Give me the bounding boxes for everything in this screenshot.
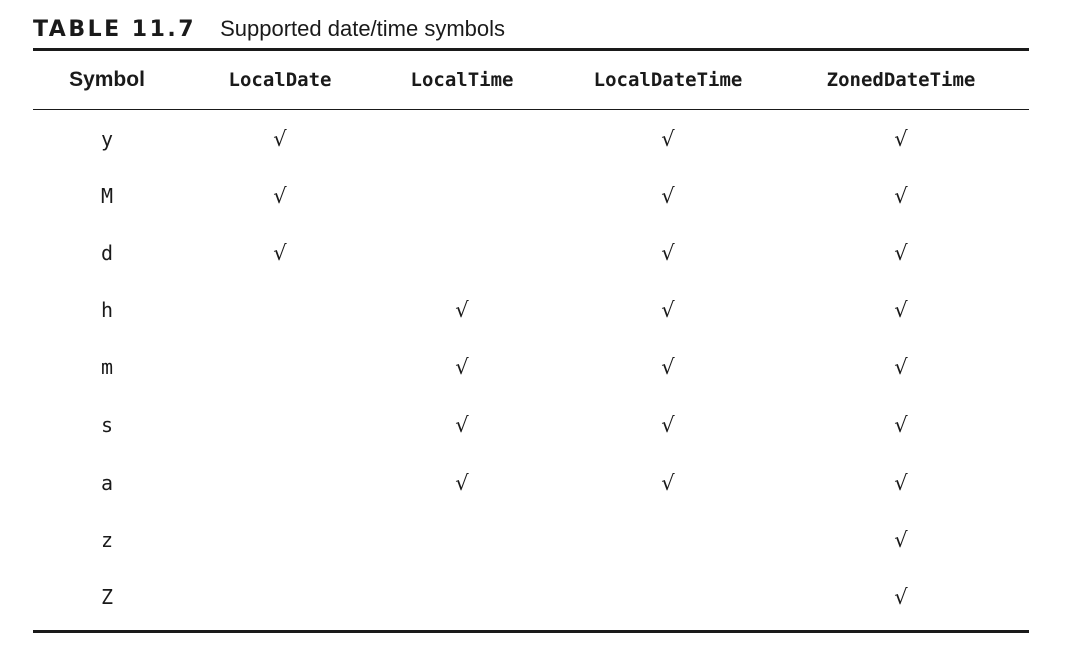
table-row: M √ √ √: [33, 167, 1029, 225]
zoneddatetime-cell: √: [894, 355, 908, 379]
table-row: d √ √ √: [33, 224, 1029, 282]
table-row: z √: [33, 511, 1029, 569]
localdate-cell: √: [273, 241, 287, 265]
symbol-cell: y: [100, 127, 114, 151]
zoneddatetime-cell: √: [894, 298, 908, 322]
header-localdate: LocalDate: [228, 69, 332, 91]
table-row: h √ √ √: [33, 281, 1029, 339]
table-header-row: Symbol LocalDate LocalTime LocalDateTime…: [33, 51, 1029, 109]
symbol-cell: m: [100, 355, 114, 379]
localdatetime-cell: √: [661, 471, 675, 495]
header-rule: [33, 109, 1029, 110]
localdatetime-cell: √: [661, 413, 675, 437]
localdatetime-cell: √: [661, 184, 675, 208]
zoneddatetime-cell: √: [894, 585, 908, 609]
symbol-cell: s: [100, 413, 114, 437]
symbol-cell: h: [100, 298, 114, 322]
table-row: a √ √ √: [33, 454, 1029, 512]
zoneddatetime-cell: √: [894, 413, 908, 437]
localdatetime-cell: √: [661, 298, 675, 322]
table-row: s √ √ √: [33, 396, 1029, 454]
localdatetime-cell: √: [661, 127, 675, 151]
zoneddatetime-cell: √: [894, 471, 908, 495]
header-localdatetime: LocalDateTime: [593, 69, 743, 91]
localtime-cell: √: [455, 471, 469, 495]
symbol-cell: z: [100, 528, 114, 552]
zoneddatetime-cell: √: [894, 528, 908, 552]
zoneddatetime-cell: √: [894, 184, 908, 208]
table-row: y √ √ √: [33, 110, 1029, 168]
zoneddatetime-cell: √: [894, 127, 908, 151]
symbol-cell: M: [100, 184, 114, 208]
header-zoneddatetime: ZonedDateTime: [826, 69, 976, 91]
localtime-cell: √: [455, 413, 469, 437]
header-localtime: LocalTime: [410, 69, 514, 91]
table-row: m √ √ √: [33, 338, 1029, 396]
symbol-cell: a: [100, 471, 114, 495]
header-symbol: Symbol: [69, 68, 145, 91]
table-title: Supported date/time symbols: [220, 16, 506, 41]
symbol-cell: Z: [100, 585, 114, 609]
table-top-rule: [33, 48, 1029, 51]
table-number: TABLE 11.7: [33, 17, 197, 42]
localdatetime-cell: √: [661, 241, 675, 265]
localdate-cell: √: [273, 127, 287, 151]
table-bottom-rule: [33, 630, 1029, 633]
localtime-cell: √: [455, 355, 469, 379]
zoneddatetime-cell: √: [894, 241, 908, 265]
symbol-cell: d: [100, 241, 114, 265]
table-caption: TABLE 11.7 Supported date/time symbols: [33, 16, 505, 46]
localdate-cell: √: [273, 184, 287, 208]
table-row: Z √: [33, 568, 1029, 626]
localdatetime-cell: √: [661, 355, 675, 379]
localtime-cell: √: [455, 298, 469, 322]
